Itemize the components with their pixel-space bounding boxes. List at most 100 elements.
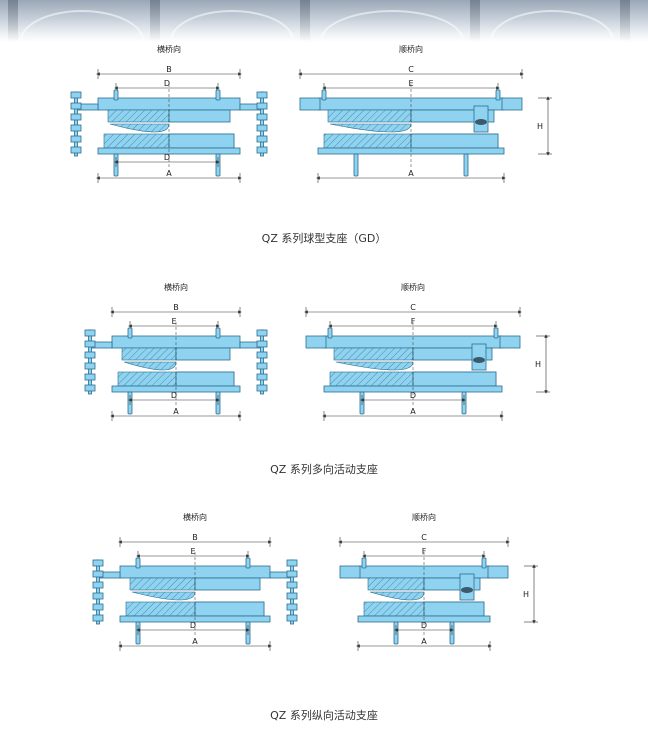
stud [260,329,264,395]
nut [70,124,82,132]
nut [84,373,96,381]
nut [286,603,298,611]
anchor-bolt [113,89,119,101]
plate-extension [501,97,523,111]
dimension-label: D [190,621,196,630]
lower-basin [175,371,235,387]
nut [70,91,82,99]
nut [256,351,268,359]
nut [256,113,268,121]
nut [70,146,82,154]
anchor-bolt [495,89,501,101]
lower-basin [423,601,485,617]
upper-seat [175,347,231,361]
nut [286,592,298,600]
dimension-label: H [537,122,543,131]
nut [70,113,82,121]
upper-seat-hatch [107,109,170,123]
nut [256,340,268,348]
dimension-label: A [166,169,172,178]
nut [84,362,96,370]
nut [84,351,96,359]
dimension-label: E [190,547,195,556]
nut [256,135,268,143]
lower-basin [168,133,235,149]
nut [256,373,268,381]
upper-seat-hatch [121,347,177,361]
nut [286,614,298,622]
nut [92,559,104,567]
view-title: 顺桥向 [401,282,425,292]
seal-ring [475,119,487,125]
nut [286,559,298,567]
dimension-label: D [421,621,427,630]
nut [92,581,104,589]
view-title: 顺桥向 [399,44,423,54]
upper-seat-hatch [333,347,414,361]
anchor-bolt [135,557,141,569]
seal-ring [461,587,473,593]
nut [70,102,82,110]
nut [92,603,104,611]
dimension-label: F [411,317,416,326]
dimension-label: B [166,65,172,74]
dimension-label: C [421,533,427,542]
right-view: 顺桥向 CE A H [298,44,552,183]
plate-extension [299,97,321,111]
upper-seat-hatch [129,577,196,591]
spherical-crown [123,361,177,371]
upper-seat-hatch [327,109,412,123]
header-banner-image [0,0,648,42]
dimension-label: D [410,391,416,400]
anchor-bolt [321,89,327,101]
anchor-bolt [215,327,221,339]
view-title: 横桥向 [157,44,181,54]
plate-extension [487,565,509,579]
anchor-bolt [463,153,469,177]
nut [256,124,268,132]
stud [96,559,100,625]
spherical-crown [335,361,414,371]
stud [88,329,92,395]
dimension-label: E [408,79,413,88]
anchor-bolt [215,89,221,101]
nut [84,329,96,337]
lower-basin [194,601,265,617]
dimension-label: C [410,303,416,312]
dimension-label: A [173,407,179,416]
spherical-crown [131,591,196,601]
spherical-crown [109,123,170,133]
dimension-label: D [164,79,170,88]
nut [256,146,268,154]
dimension-label: C [408,65,414,74]
anchor-bolt [127,327,133,339]
nut [84,384,96,392]
seal-ring [473,357,485,363]
stud [74,91,78,157]
diagram-caption: QZ 系列多向活动支座 [270,462,378,476]
lower-basin [412,371,497,387]
dimension-label: H [535,360,541,369]
nut [92,614,104,622]
dimension-label: B [173,303,179,312]
lower-basin [410,133,499,149]
view-title: 横桥向 [183,512,207,522]
nut [256,362,268,370]
upper-seat-hatch [367,577,425,591]
nut [286,570,298,578]
dimension-label: E [171,317,176,326]
spherical-crown [369,591,425,601]
dimension-label: A [408,169,414,178]
plate-extension [305,335,327,349]
nut [256,329,268,337]
view-title: 横桥向 [164,282,188,292]
upper-seat [168,109,231,123]
